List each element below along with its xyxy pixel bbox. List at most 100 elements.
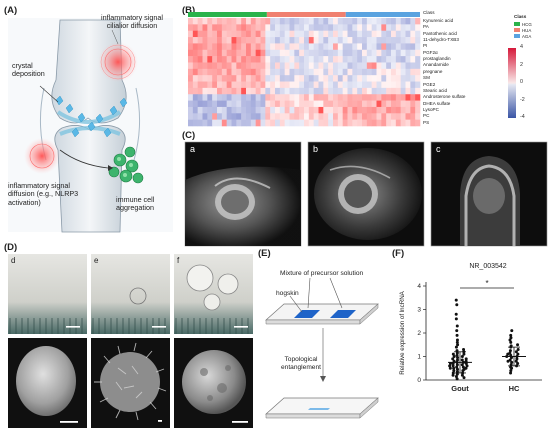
heatmap-cell xyxy=(400,68,406,76)
heatmap-cell xyxy=(226,24,232,32)
heatmap-cell xyxy=(207,62,213,70)
heatmap-cell xyxy=(366,113,372,120)
heatmap-cell xyxy=(289,24,295,32)
data-point xyxy=(516,347,520,351)
heatmap-cell xyxy=(333,75,339,82)
heatmap-cell xyxy=(221,49,227,57)
label-topological: Topological entanglement xyxy=(281,356,321,371)
heatmap-cell xyxy=(279,113,285,120)
heatmap-cell xyxy=(226,75,232,82)
data-point xyxy=(508,351,512,355)
heatmap-cell xyxy=(270,81,276,89)
heatmap-cell xyxy=(405,18,411,25)
heatmap-cell xyxy=(381,100,387,108)
heatmap-cell xyxy=(366,62,372,70)
heatmap-cell xyxy=(366,24,372,32)
heatmap-cell xyxy=(395,119,401,127)
heatmap-cell xyxy=(255,119,261,127)
heatmap-cell xyxy=(241,24,247,32)
heatmap-cell xyxy=(294,87,300,95)
heatmap-cell xyxy=(275,24,281,32)
heatmap-cell xyxy=(260,113,266,120)
heatmap-cell xyxy=(250,30,256,38)
heatmap-cell xyxy=(391,94,397,101)
heatmap-cell xyxy=(221,18,227,25)
heatmap-cell xyxy=(270,75,276,82)
heatmap-cell xyxy=(192,56,198,63)
heatmap-cell xyxy=(202,94,208,101)
heatmap-cell xyxy=(323,68,329,76)
micrographs xyxy=(8,254,253,428)
heatmap-cell xyxy=(342,94,348,101)
heatmap-cell xyxy=(366,94,372,101)
heatmap-cell xyxy=(250,94,256,101)
heatmap-cell xyxy=(391,100,397,108)
heatmap-cell xyxy=(318,81,324,89)
data-point xyxy=(509,363,513,367)
heatmap-cell xyxy=(333,68,339,76)
heatmap-cell xyxy=(352,75,358,82)
heatmap-cell xyxy=(410,37,416,44)
heatmap-cell xyxy=(395,94,401,101)
heatmap-cell xyxy=(197,81,203,89)
heatmap-cell xyxy=(197,113,203,120)
data-point xyxy=(509,369,513,373)
heatmap-cell xyxy=(318,56,324,63)
heatmap-cell xyxy=(260,106,266,114)
heatmap-cell xyxy=(279,119,285,127)
heatmap-cell xyxy=(366,49,372,57)
legend-title: Class xyxy=(423,10,435,15)
heatmap-cell xyxy=(391,87,397,95)
heatmap-cell xyxy=(415,100,421,108)
heatmap-cell xyxy=(202,119,208,127)
heatmap-cell xyxy=(328,56,334,63)
panel-d-label: (D) xyxy=(4,242,18,253)
heatmap-cell xyxy=(308,37,314,44)
micrograph-sublabel-d: d xyxy=(11,256,16,265)
heatmap-cell xyxy=(304,18,310,25)
heatmap-cell xyxy=(246,94,252,101)
data-point xyxy=(455,349,459,353)
heatmap-cell xyxy=(265,62,271,70)
heatmap-cell xyxy=(289,106,295,114)
heatmap-cell xyxy=(415,49,421,57)
heatmap-cell xyxy=(275,68,281,76)
heatmap-cell xyxy=(347,106,353,114)
heatmap-cell xyxy=(231,18,237,25)
heatmap-cell xyxy=(212,49,218,57)
heatmap-cell xyxy=(308,43,314,51)
heatmap-cell xyxy=(308,56,314,63)
heatmap-cell xyxy=(221,37,227,44)
heatmap-cell xyxy=(246,56,252,63)
heatmap-cell xyxy=(342,62,348,70)
heatmap-cell xyxy=(260,37,266,44)
micrograph-sublabel-e: e xyxy=(94,256,99,265)
heatmap-cell xyxy=(391,30,397,38)
heatmap-cell xyxy=(192,113,198,120)
heatmap-cell xyxy=(231,94,237,101)
heatmap-cell xyxy=(410,62,416,70)
label-immune-aggregation: immune cell aggregation xyxy=(116,195,155,213)
data-point xyxy=(516,362,520,366)
heatmap-cell xyxy=(362,100,368,108)
heatmap-cell xyxy=(202,18,208,25)
heatmap-cell xyxy=(221,106,227,114)
heatmap-cell xyxy=(260,56,266,63)
heatmap-cell xyxy=(304,56,310,63)
heatmap-cell xyxy=(255,62,261,70)
heatmap-cell xyxy=(405,30,411,38)
heatmap-cell xyxy=(366,68,372,76)
heatmap-cell xyxy=(275,62,281,70)
class-legend-item: HCG xyxy=(514,21,532,27)
heatmap-cell xyxy=(376,113,382,120)
heatmap-cell xyxy=(260,24,266,32)
heatmap-cell xyxy=(333,113,339,120)
heatmap-cell xyxy=(289,113,295,120)
heatmap-cell xyxy=(371,24,377,32)
heatmap-cell xyxy=(381,75,387,82)
data-point xyxy=(451,373,455,377)
heatmap-cell xyxy=(202,62,208,70)
heatmap-cell xyxy=(304,30,310,38)
heatmap-cell xyxy=(328,49,334,57)
heatmap-cell xyxy=(308,100,314,108)
